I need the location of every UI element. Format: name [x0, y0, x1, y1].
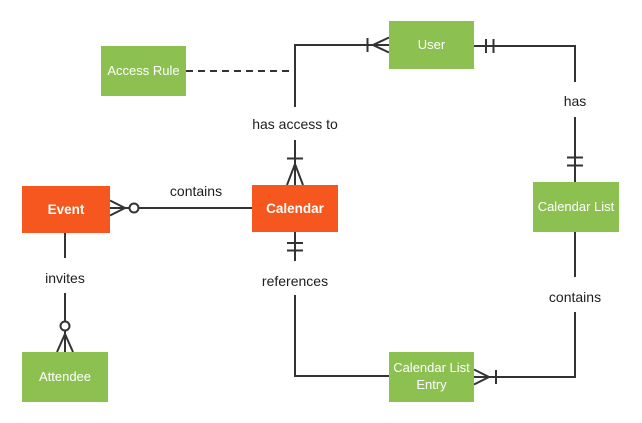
entity-label: Calendar: [266, 200, 324, 216]
entity-event: Event: [22, 186, 110, 233]
entity-access-rule: Access Rule: [101, 46, 186, 96]
entity-label: Calendar List Entry: [393, 360, 470, 392]
line: [474, 312, 576, 378]
entity-label: User: [417, 36, 446, 52]
entity-label: Attendee: [38, 368, 92, 384]
entity-label: Event: [47, 201, 85, 217]
entity-label: Calendar List: [537, 198, 615, 214]
line: [294, 295, 389, 377]
line: [294, 44, 389, 107]
crowsfoot-icon: [56, 331, 74, 353]
relationship-label-contains-list: contains: [548, 289, 602, 305]
entity-calendar: Calendar: [252, 185, 338, 232]
connector-references: [287, 232, 389, 377]
entity-label: Access Rule: [107, 62, 180, 78]
crowsfoot-icon: [473, 368, 492, 386]
entity-calendar-list-entry: Calendar List Entry: [389, 352, 474, 402]
connector-invites: [56, 233, 74, 353]
entity-attendee: Attendee: [22, 352, 108, 402]
connector-has-access-to: [286, 36, 390, 186]
entity-calendar-list: Calendar List: [533, 182, 619, 232]
relationship-label-invites: invites: [45, 270, 85, 286]
circle-marker: [59, 320, 71, 332]
crowsfoot-icon: [286, 161, 304, 186]
relationship-label-has: has: [563, 93, 587, 109]
entity-user: User: [389, 21, 474, 69]
connector-has: [474, 39, 583, 182]
line: [474, 45, 576, 82]
circle-marker: [128, 202, 140, 214]
relationship-label-references: references: [261, 273, 329, 289]
relationship-label-has-access-to: has access to: [252, 116, 338, 132]
relationship-label-contains-event: contains: [169, 183, 223, 199]
crowsfoot-icon: [370, 36, 390, 54]
connector-contains-event: [109, 199, 252, 217]
connector-contains-list: [473, 232, 576, 386]
crowsfoot-icon: [109, 199, 128, 217]
